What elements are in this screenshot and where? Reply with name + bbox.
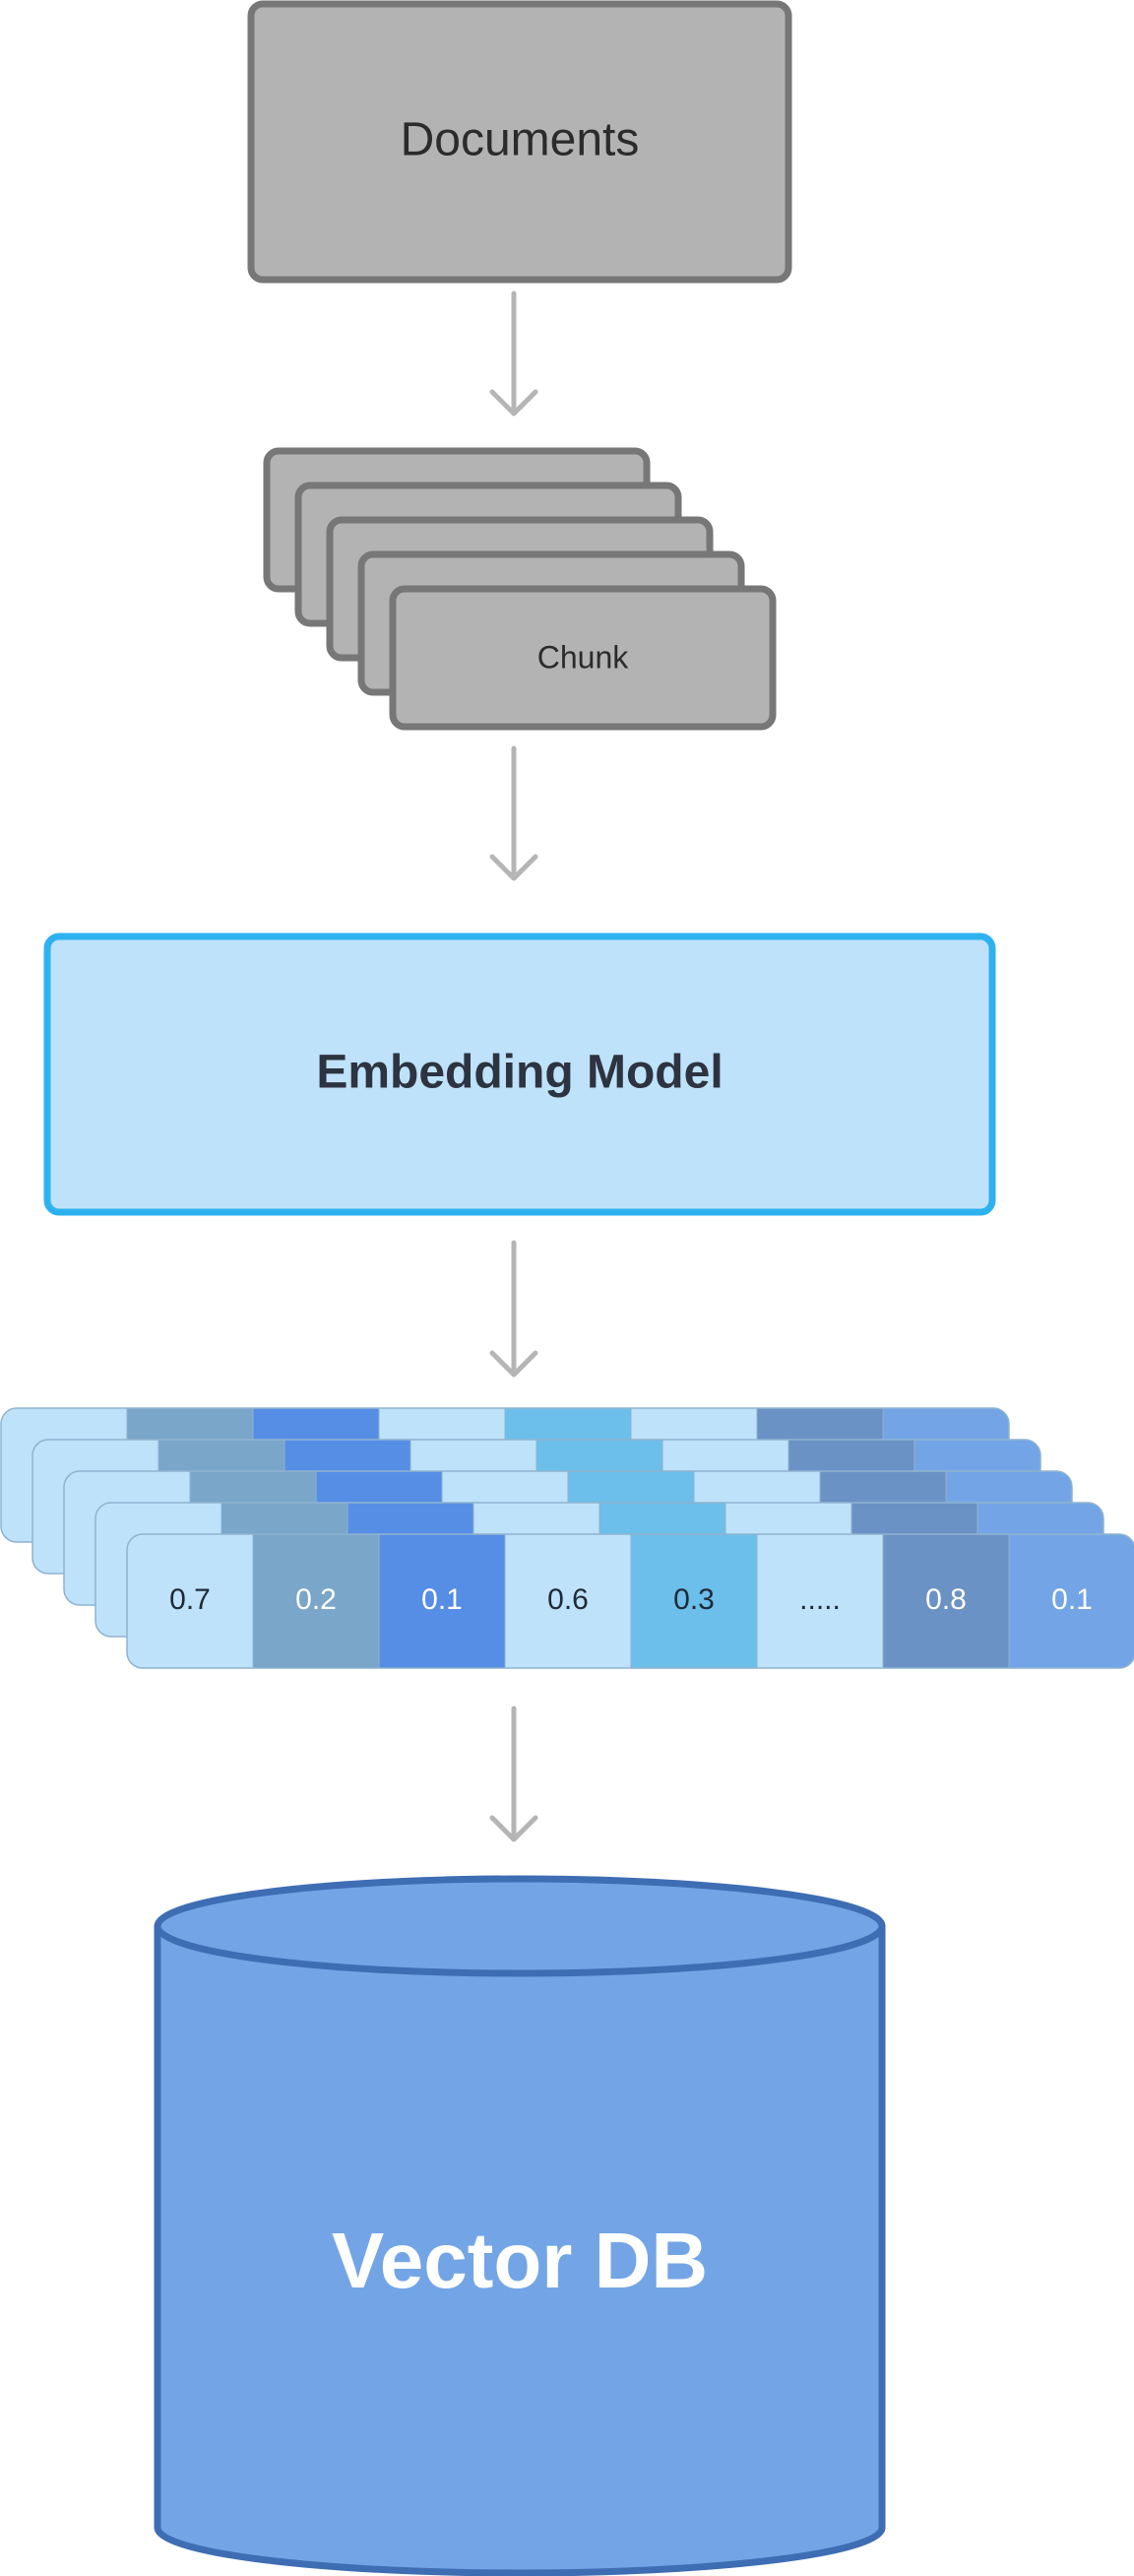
arrow-chunks-to-embedding <box>489 745 538 881</box>
chunk-label: Chunk <box>537 639 630 675</box>
vector-cell <box>1008 1534 1134 1668</box>
embedding-model-box <box>43 933 996 1216</box>
documents-label: Documents <box>401 114 640 166</box>
documents-box <box>247 0 792 284</box>
vector-db-label: Vector DB <box>332 2217 708 2304</box>
vector-value: 0.1 <box>1051 1583 1093 1616</box>
vector-cell <box>630 1534 758 1668</box>
vector-cell <box>756 1534 884 1668</box>
vector-value: 0.1 <box>421 1583 463 1616</box>
arrow-embedding-to-vectors <box>489 1240 538 1378</box>
documents-node: Documents <box>247 0 792 284</box>
chunk-stack: Chunk <box>263 447 777 731</box>
vector-value: 0.7 <box>169 1583 211 1616</box>
vector-cell <box>378 1534 506 1668</box>
arrow-vectors-to-db <box>489 1706 538 1842</box>
vector-stack: 0.7 0.2 0.1 0.6 0.3..... 0.8 0.1 <box>0 1407 1134 1669</box>
vector-row-front: 0.7 0.2 0.1 0.6 0.3..... 0.8 0.1 <box>126 1533 1134 1669</box>
vector-value: ..... <box>799 1583 841 1616</box>
embedding-model-node: Embedding Model <box>43 933 996 1216</box>
vector-value: 0.3 <box>673 1583 715 1616</box>
vector-value: 0.2 <box>295 1583 337 1616</box>
arrow-documents-to-chunks <box>489 290 538 417</box>
vector-value: 0.6 <box>547 1583 589 1616</box>
chunk-card-front <box>389 585 777 731</box>
vector-db-top <box>154 1875 886 1977</box>
embedding-model-label: Embedding Model <box>316 1047 723 1099</box>
vector-db-body <box>154 1922 886 2576</box>
vector-row-border <box>126 1533 1134 1669</box>
vector-cell <box>252 1534 380 1668</box>
vector-value: 0.8 <box>925 1583 967 1616</box>
vector-db-node: Vector DB <box>154 1875 886 2576</box>
